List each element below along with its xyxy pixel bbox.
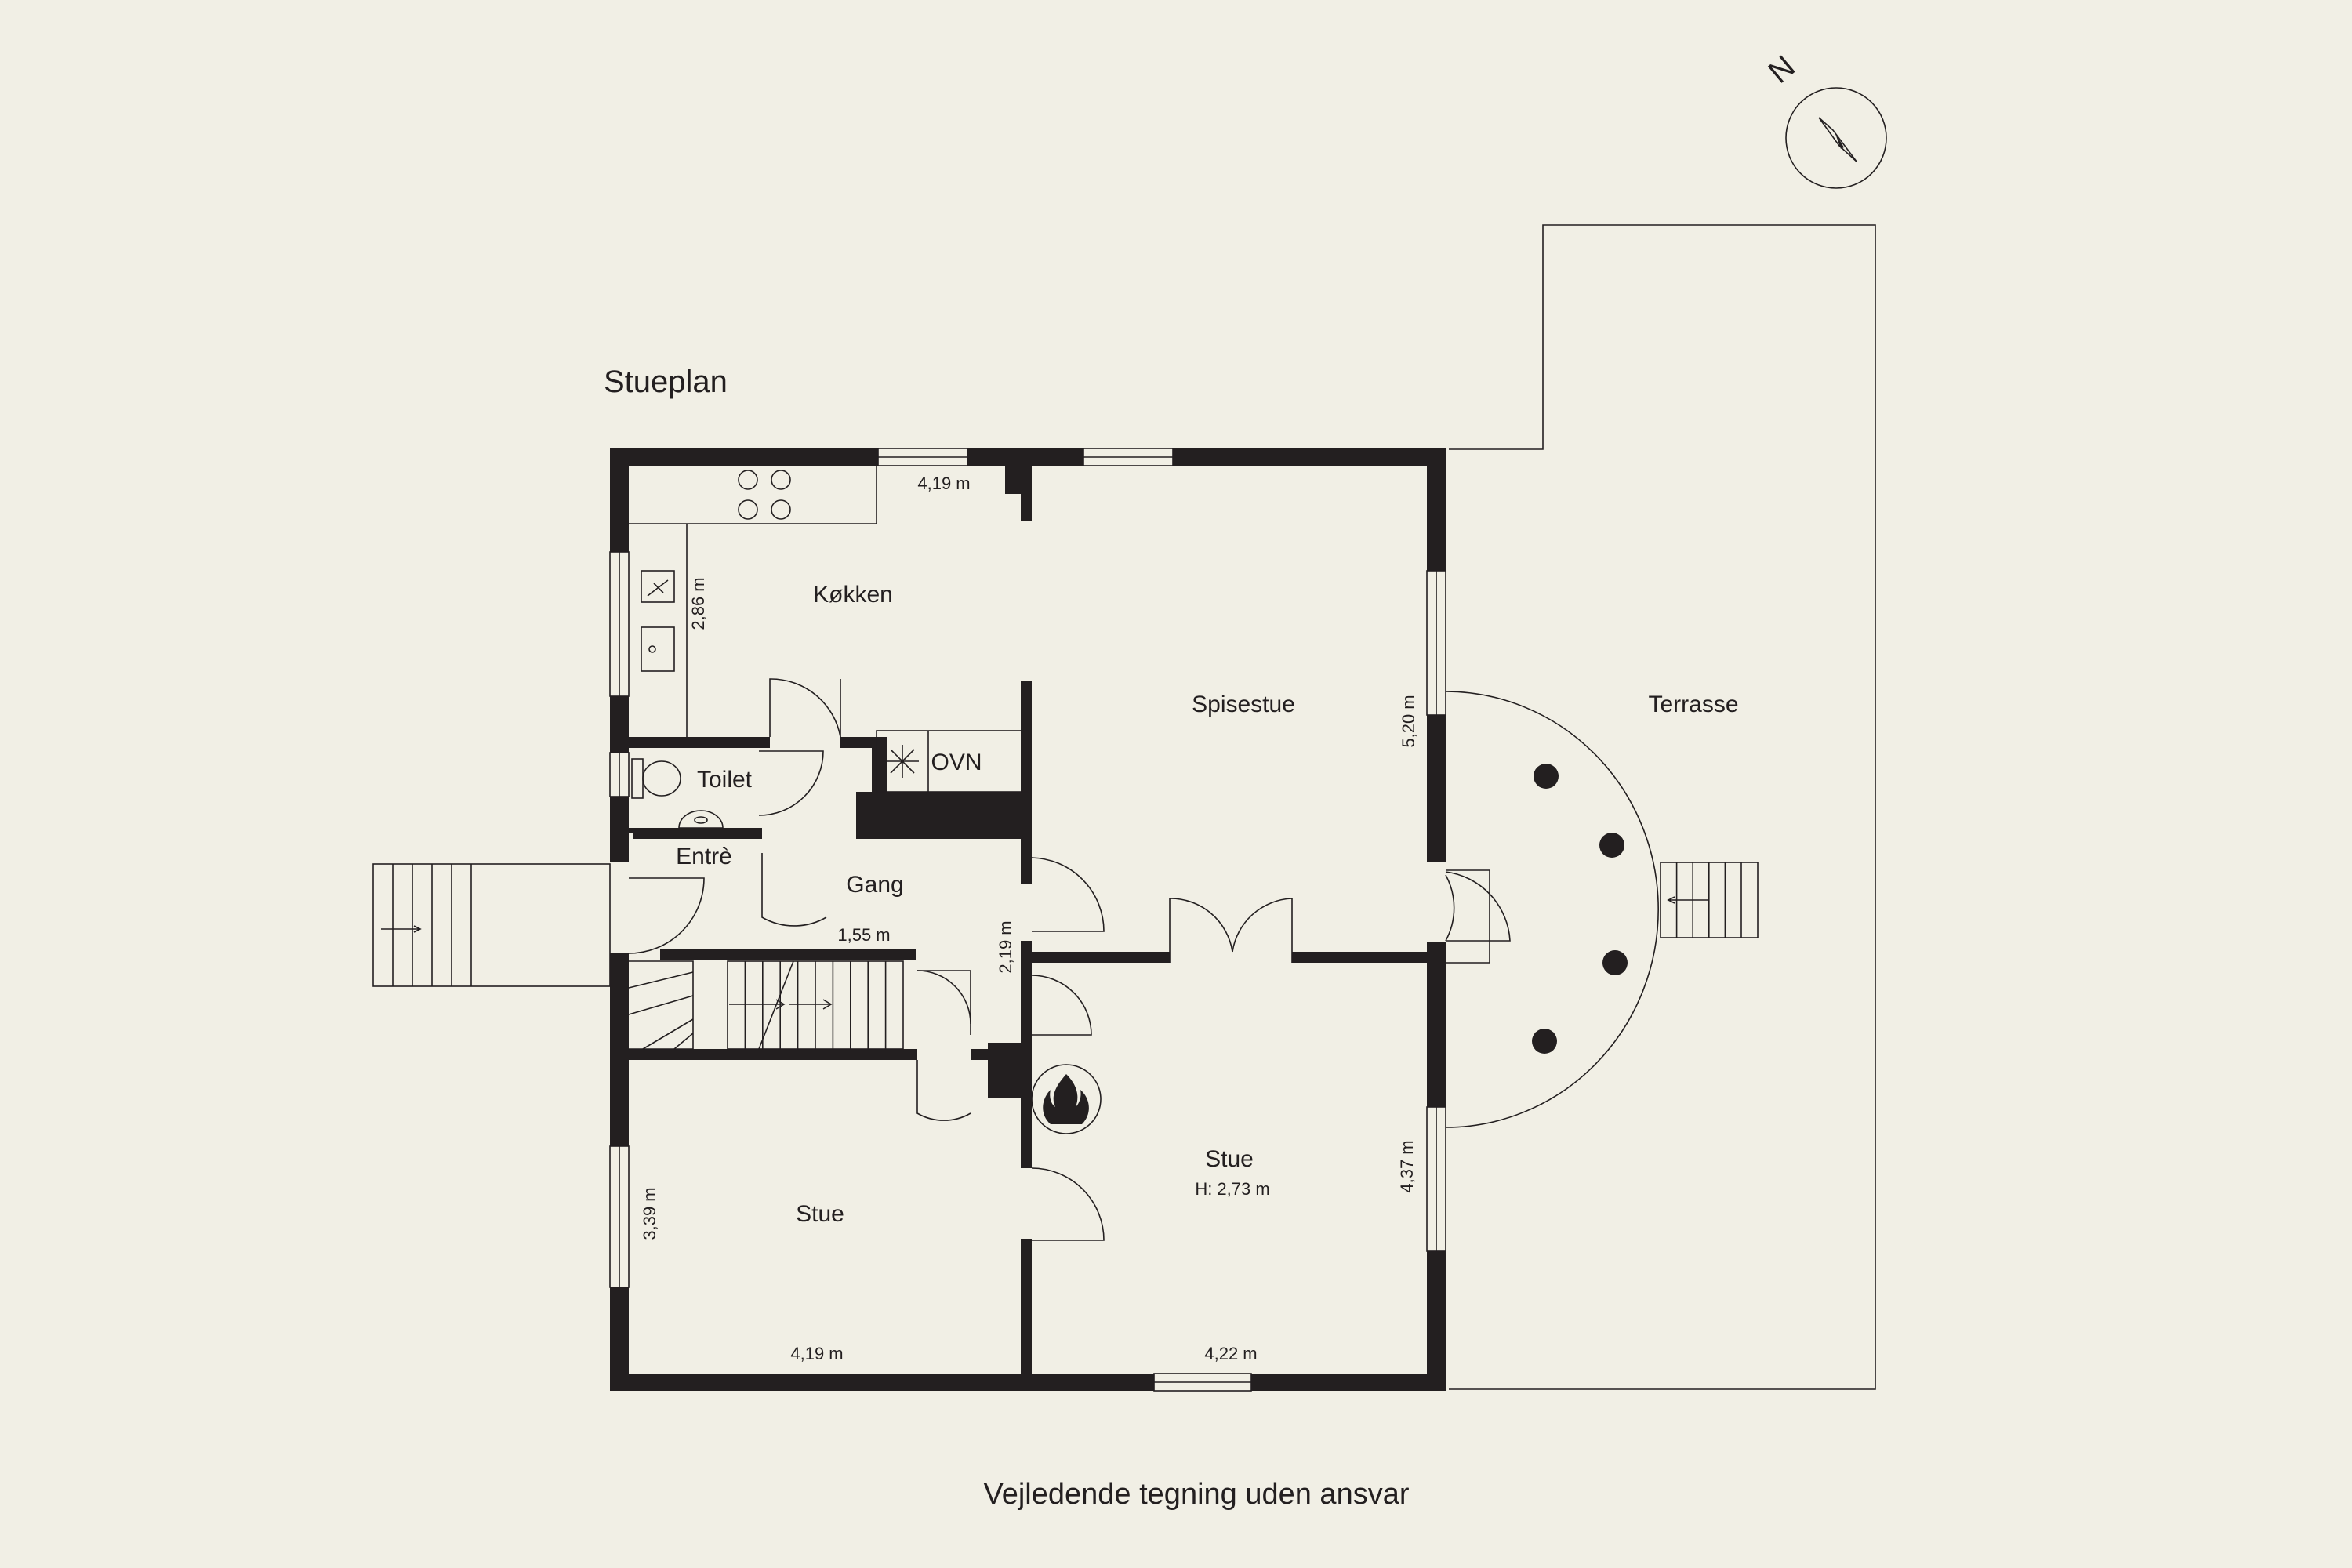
interior-walls bbox=[610, 466, 1427, 1374]
fireplace-icon bbox=[1031, 1064, 1102, 1134]
oven-label: OVN bbox=[931, 750, 982, 775]
doors bbox=[628, 678, 1511, 1241]
entry-steps bbox=[372, 863, 611, 987]
dim-living-small-width: 4,19 m bbox=[790, 1344, 843, 1363]
terrace-deck bbox=[1445, 691, 1660, 1128]
dim-dining-depth: 5,20 m bbox=[1399, 695, 1418, 747]
room-label-gang: Gang bbox=[846, 872, 903, 898]
room-label-living-main: Stue bbox=[1205, 1146, 1254, 1172]
dim-gang-width: 1,55 m bbox=[837, 925, 890, 945]
stairs-arrow-icon bbox=[729, 999, 833, 1010]
dim-kitchen-width: 4,19 m bbox=[917, 474, 970, 493]
sink-icon bbox=[641, 626, 675, 672]
dishwasher-icon bbox=[641, 570, 675, 603]
terrace-steps bbox=[1660, 862, 1759, 938]
compass-north-letter: N bbox=[1762, 49, 1802, 90]
room-label-dining: Spisestue bbox=[1192, 691, 1295, 717]
dim-gang-depth: 2,19 m bbox=[996, 920, 1015, 973]
dim-living-main-width: 4,22 m bbox=[1204, 1344, 1257, 1363]
room-label-toilet: Toilet bbox=[697, 767, 753, 793]
dim-living-small-depth: 3,39 m bbox=[640, 1187, 659, 1240]
toilet-fixtures bbox=[631, 758, 724, 829]
freezer-icon bbox=[886, 745, 919, 778]
stairs bbox=[628, 960, 904, 1050]
disclaimer: Vejledende tegning uden ansvar bbox=[983, 1478, 1409, 1511]
room-label-kitchen: Køkken bbox=[813, 582, 893, 608]
compass-icon: N bbox=[1762, 49, 1887, 189]
kitchen-counters bbox=[629, 466, 1029, 793]
plan-title: Stueplan bbox=[604, 365, 728, 399]
dim-kitchen-depth: 2,86 m bbox=[688, 577, 708, 630]
dim-living-main-depth: 4,37 m bbox=[1397, 1140, 1417, 1192]
room-label-entre: Entrè bbox=[676, 844, 732, 869]
windows bbox=[609, 448, 1446, 1392]
room-label-living-small: Stue bbox=[796, 1201, 844, 1227]
room-height-living-main: H: 2,73 m bbox=[1195, 1179, 1269, 1199]
room-label-terrace: Terrasse bbox=[1648, 691, 1738, 717]
wall-openings bbox=[610, 833, 1446, 953]
stove-burners-icon bbox=[738, 470, 791, 520]
terrace-outline bbox=[1449, 224, 1876, 1390]
toilet-icon bbox=[631, 758, 681, 799]
